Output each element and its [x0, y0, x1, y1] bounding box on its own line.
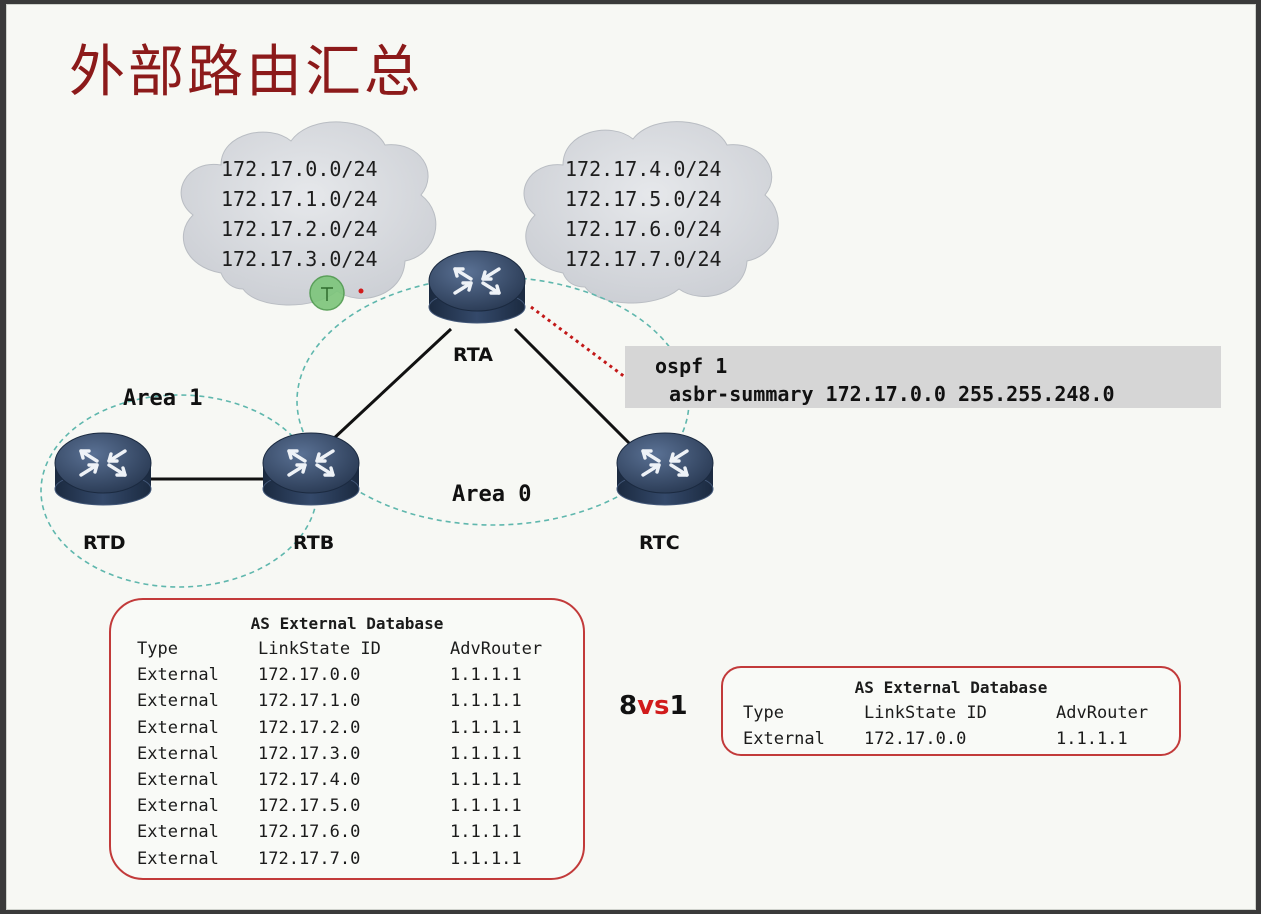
link-rtb-rta: [329, 327, 453, 443]
config-callout-line: [530, 305, 626, 379]
vs-text: vs: [637, 691, 670, 721]
router-rtb-icon: [262, 432, 360, 506]
cell-linkstate-id: 172.17.4.0: [258, 770, 361, 791]
cloud-right: [523, 121, 779, 304]
table-header-row: Type LinkState ID AdvRouter: [743, 700, 1166, 726]
cell-advrouter: 1.1.1.1: [450, 822, 522, 843]
db-after-table: Type LinkState ID AdvRouter External 172.…: [743, 700, 1166, 752]
prefix-item: 172.17.5.0/24: [565, 187, 722, 211]
cell-linkstate-id: 172.17.1.0: [258, 691, 361, 712]
db-before-title: AS External Database: [250, 614, 444, 633]
cell-advrouter: 1.1.1.1: [450, 770, 522, 791]
cell-advrouter: 1.1.1.1: [450, 665, 522, 686]
as-external-db-before: AS External Database Type LinkState ID A…: [109, 598, 585, 880]
network-diagram: [40, 121, 779, 588]
col-type-header: Type: [743, 703, 784, 724]
table-row: External 172.17.0.0 1.1.1.1: [137, 662, 560, 688]
cell-type: External: [137, 770, 219, 791]
cell-linkstate-id: 172.17.2.0: [258, 717, 361, 738]
config-line-ospf: ospf 1: [655, 354, 728, 378]
router-rta-label: RTA: [453, 344, 493, 366]
cell-type: External: [137, 691, 219, 712]
router-rta-icon: [428, 250, 526, 324]
cell-advrouter: 1.1.1.1: [450, 717, 522, 738]
cell-linkstate-id: 172.17.6.0: [258, 822, 361, 843]
router-rtd-icon: [54, 432, 152, 506]
prefix-item: 172.17.3.0/24: [221, 247, 378, 271]
table-row: External 172.17.6.0 1.1.1.1: [137, 819, 560, 845]
col-linkstate-header: LinkState ID: [864, 703, 987, 724]
prefix-item: 172.17.1.0/24: [221, 187, 378, 211]
cell-advrouter: 1.1.1.1: [450, 848, 522, 869]
comparison-label: 8vs1: [619, 691, 688, 721]
slide: 外部路由汇总: [6, 4, 1256, 910]
cell-type: External: [137, 743, 219, 764]
cloud-left: [180, 121, 437, 306]
cell-advrouter: 1.1.1.1: [450, 691, 522, 712]
cloud-left-prefixes: 172.17.0.0/24 172.17.1.0/24 172.17.2.0/2…: [221, 154, 378, 274]
table-row: External 172.17.0.0 1.1.1.1: [743, 726, 1166, 752]
cell-type: External: [137, 665, 219, 686]
cell-advrouter: 1.1.1.1: [1056, 729, 1128, 750]
slide-title: 外部路由汇总: [69, 40, 423, 105]
db-before-table: Type LinkState ID AdvRouter External 172.…: [137, 636, 560, 872]
table-row: External 172.17.7.0 1.1.1.1: [137, 846, 560, 872]
cell-linkstate-id: 172.17.3.0: [258, 743, 361, 764]
area-1-label: Area 1: [123, 386, 203, 411]
count-before: 8: [619, 691, 638, 721]
table-row: External 172.17.4.0 1.1.1.1: [137, 767, 560, 793]
col-type-header: Type: [137, 639, 178, 660]
cloud-right-prefixes: 172.17.4.0/24 172.17.5.0/24 172.17.6.0/2…: [565, 154, 722, 274]
prefix-item: 172.17.2.0/24: [221, 217, 378, 241]
cell-linkstate-id: 172.17.0.0: [864, 729, 967, 750]
prefix-item: 172.17.7.0/24: [565, 247, 722, 271]
cell-type: External: [137, 848, 219, 869]
router-rtd-label: RTD: [83, 532, 126, 554]
col-advrouter-header: AdvRouter: [1056, 703, 1149, 724]
cell-type: External: [137, 796, 219, 817]
col-advrouter-header: AdvRouter: [450, 639, 543, 660]
table-row: External 172.17.2.0 1.1.1.1: [137, 715, 560, 741]
table-row: External 172.17.3.0 1.1.1.1: [137, 741, 560, 767]
pointer-dot: [358, 288, 364, 294]
cell-advrouter: 1.1.1.1: [450, 743, 522, 764]
cell-type: External: [743, 729, 825, 750]
router-rtc-label: RTC: [639, 532, 680, 554]
col-linkstate-header: LinkState ID: [258, 639, 381, 660]
cell-advrouter: 1.1.1.1: [450, 796, 522, 817]
cell-linkstate-id: 172.17.0.0: [258, 665, 361, 686]
db-after-title: AS External Database: [854, 678, 1048, 697]
router-rtc-icon: [616, 432, 714, 506]
table-row: External 172.17.1.0 1.1.1.1: [137, 688, 560, 714]
count-after: 1: [669, 691, 688, 721]
config-line-summary: asbr-summary 172.17.0.0 255.255.248.0: [669, 382, 1115, 406]
cell-linkstate-id: 172.17.5.0: [258, 796, 361, 817]
cell-type: External: [137, 717, 219, 738]
asbr-summary-config: ospf 1 asbr-summary 172.17.0.0 255.255.2…: [625, 346, 1221, 408]
link-rta-rtc: [513, 327, 637, 451]
as-external-db-after: AS External Database Type LinkState ID A…: [721, 666, 1181, 756]
router-rtb-label: RTB: [293, 532, 335, 554]
cell-linkstate-id: 172.17.7.0: [258, 848, 361, 869]
prefix-item: 172.17.6.0/24: [565, 217, 722, 241]
cell-type: External: [137, 822, 219, 843]
prefix-item: 172.17.0.0/24: [221, 157, 378, 181]
prefix-item: 172.17.4.0/24: [565, 157, 722, 181]
table-row: External 172.17.5.0 1.1.1.1: [137, 793, 560, 819]
table-header-row: Type LinkState ID AdvRouter: [137, 636, 560, 662]
area-0-label: Area 0: [452, 482, 532, 507]
